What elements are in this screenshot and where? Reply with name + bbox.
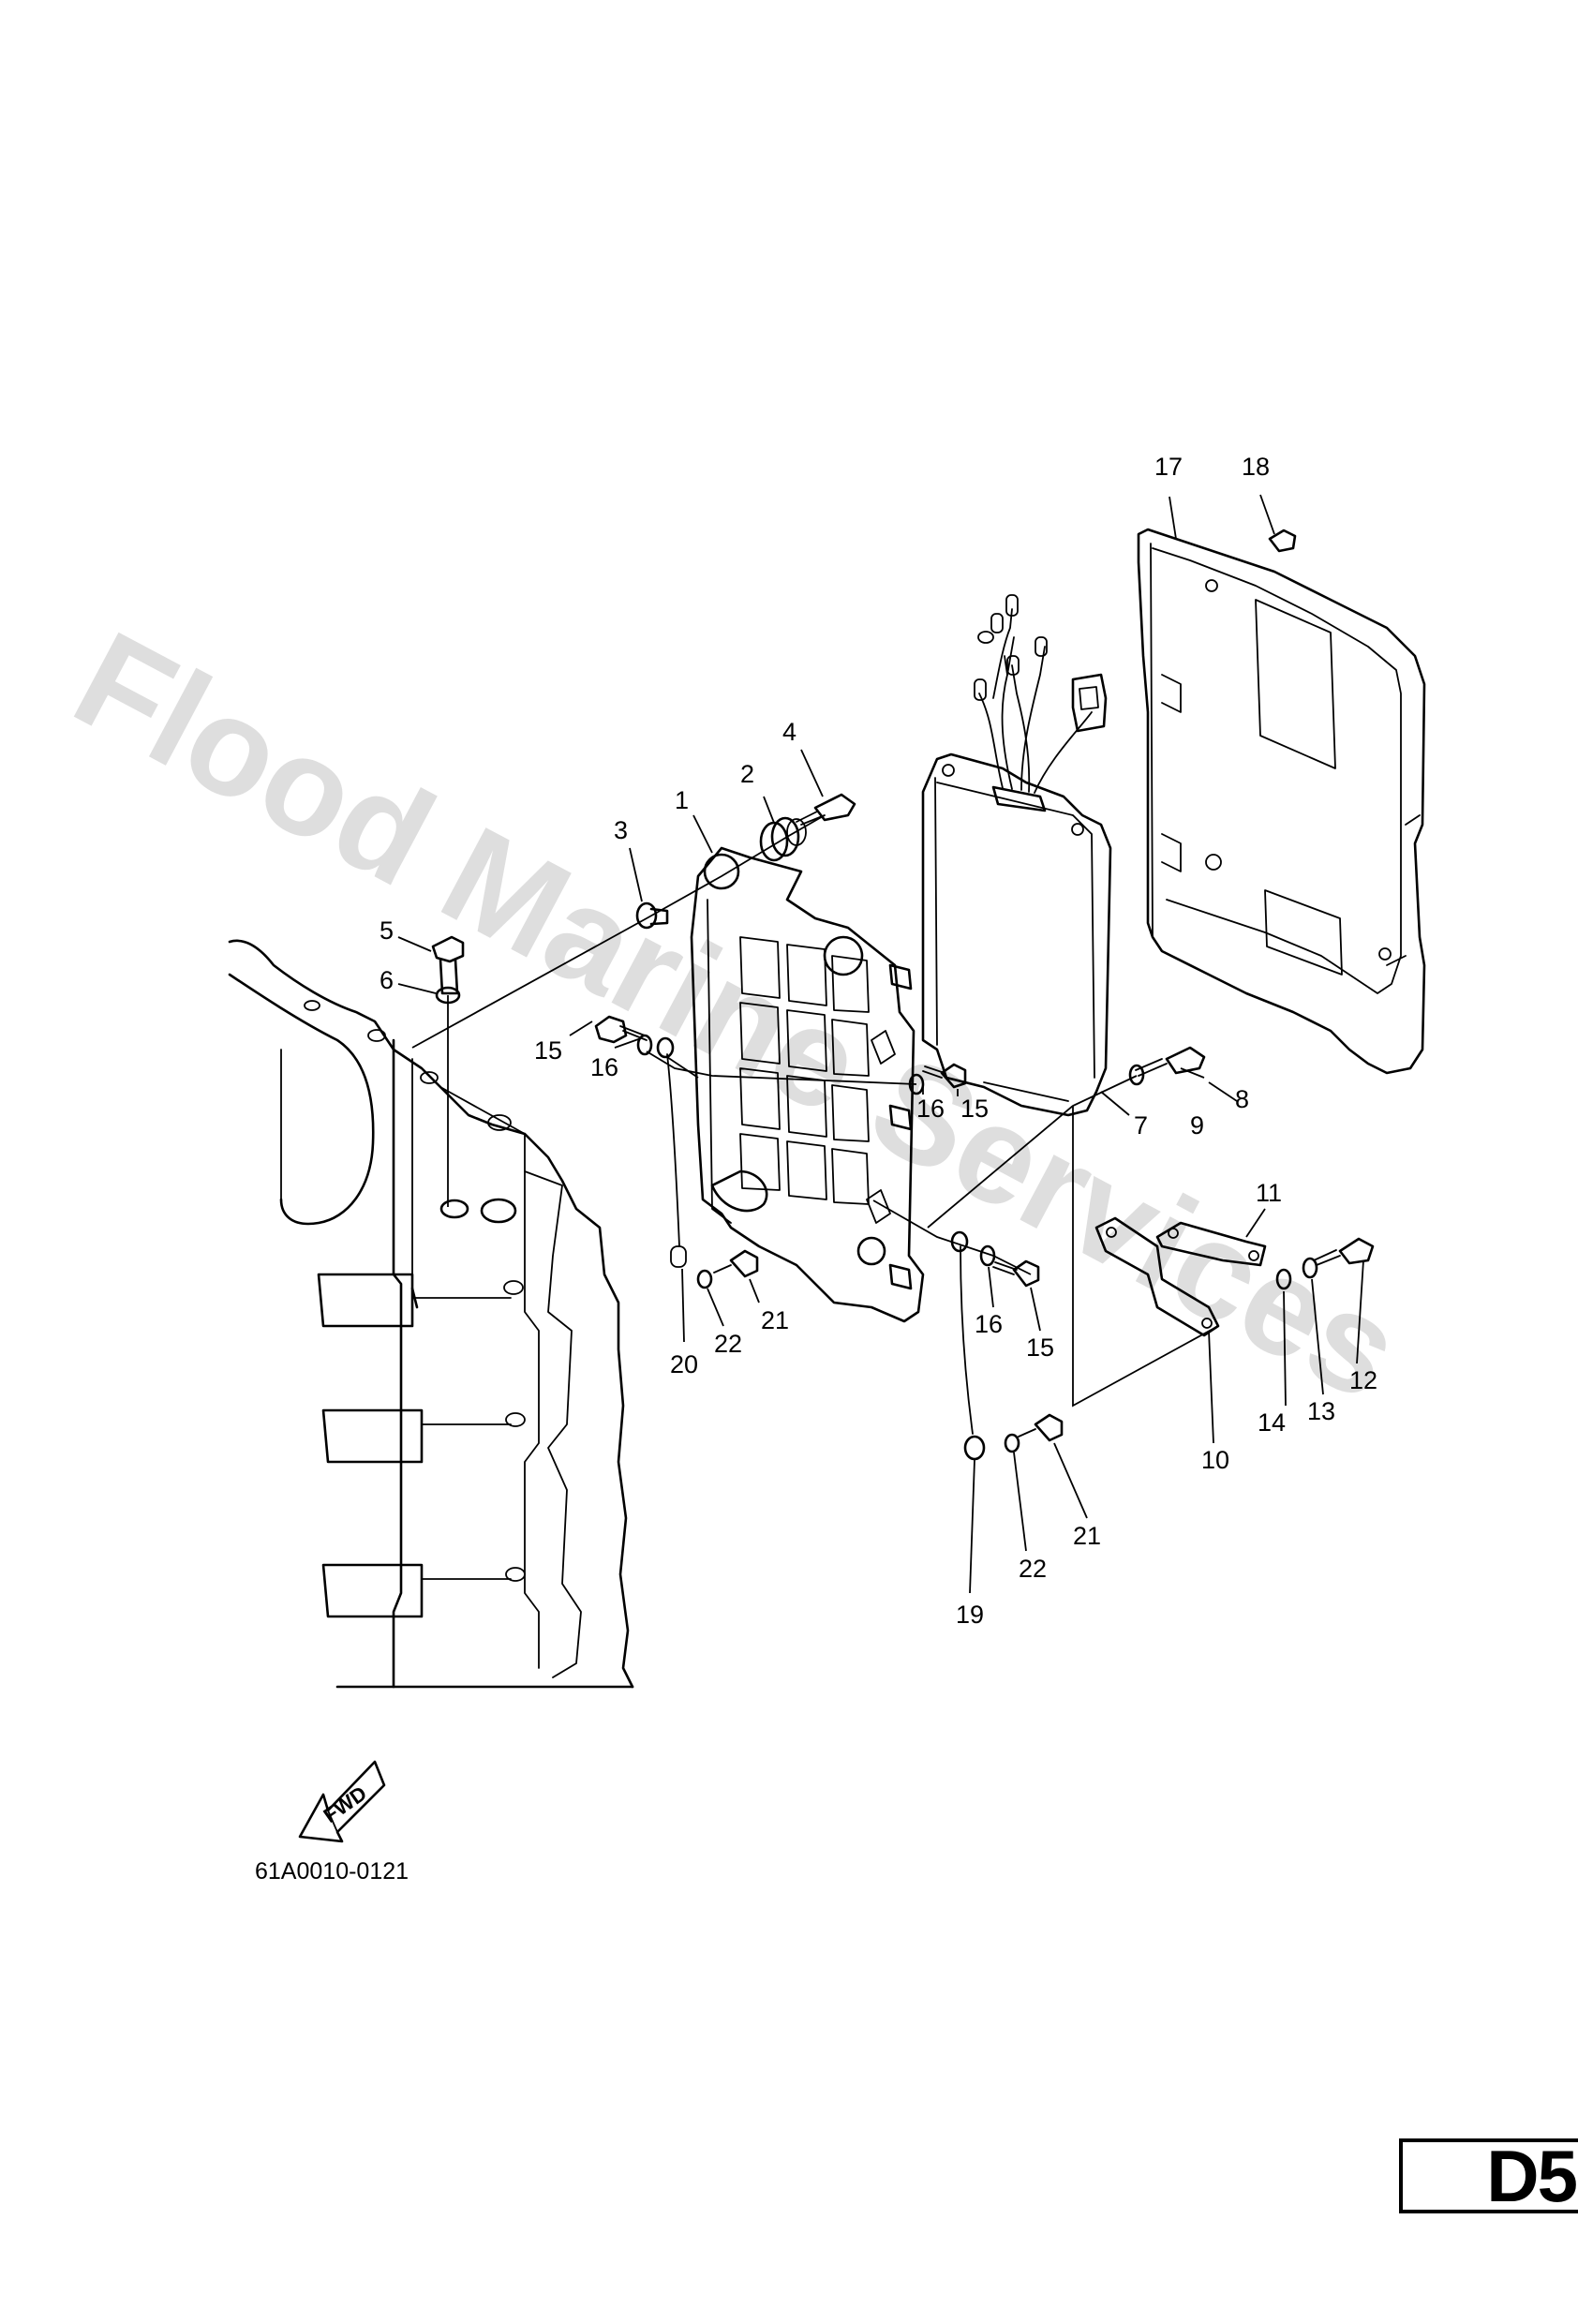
callout-21-lower: 21 <box>1073 1522 1101 1550</box>
ecm-unit <box>921 594 1112 1117</box>
callout-14: 14 <box>1258 1408 1286 1437</box>
callout-15-lower: 15 <box>1026 1333 1054 1362</box>
callout-5: 5 <box>380 916 394 945</box>
callout-18: 18 <box>1242 453 1270 481</box>
callout-1: 1 <box>675 786 689 814</box>
callout-11: 11 <box>1256 1179 1282 1207</box>
engine-block <box>228 939 634 1689</box>
page-code: D5 <box>1486 2134 1578 2217</box>
ecm-bracket <box>690 846 925 1323</box>
callout-22-upper: 22 <box>714 1330 742 1358</box>
callout-16-left: 16 <box>590 1053 618 1081</box>
callout-3: 3 <box>614 816 628 844</box>
callout-8: 8 <box>1235 1085 1249 1113</box>
callout-4: 4 <box>782 718 796 746</box>
callout-20: 20 <box>670 1350 698 1378</box>
callout-12: 12 <box>1349 1366 1377 1394</box>
callout-15-left: 15 <box>534 1036 562 1065</box>
watermark-text: Flood Marine Services <box>52 603 1424 1430</box>
callout-16-center: 16 <box>916 1095 945 1123</box>
callouts: 1 2 3 4 5 6 7 8 9 10 11 12 13 14 15 15 1… <box>380 453 1377 1629</box>
ecm-cover <box>1137 528 1426 1075</box>
callout-6: 6 <box>380 966 394 994</box>
callout-9: 9 <box>1190 1111 1204 1140</box>
page-code-box: D5 <box>1399 2135 1578 2217</box>
callout-7: 7 <box>1134 1111 1148 1140</box>
callout-13: 13 <box>1307 1397 1335 1425</box>
callout-10: 10 <box>1201 1446 1229 1474</box>
assembly-lines <box>411 814 1219 1408</box>
callout-22-lower: 22 <box>1019 1555 1047 1583</box>
callout-19: 19 <box>956 1601 984 1629</box>
diagram-code: 61A0010-0121 <box>255 1858 409 1885</box>
leader-lines <box>397 494 1364 1594</box>
callout-21-upper: 21 <box>761 1306 789 1334</box>
callout-16-lower: 16 <box>975 1310 1003 1338</box>
small-parts <box>431 529 1375 1461</box>
callout-2: 2 <box>740 760 754 788</box>
callout-15-center: 15 <box>960 1095 989 1123</box>
callout-17: 17 <box>1154 453 1183 481</box>
fwd-arrow: FWD <box>298 1760 386 1843</box>
fwd-label: FWD <box>320 1781 371 1827</box>
